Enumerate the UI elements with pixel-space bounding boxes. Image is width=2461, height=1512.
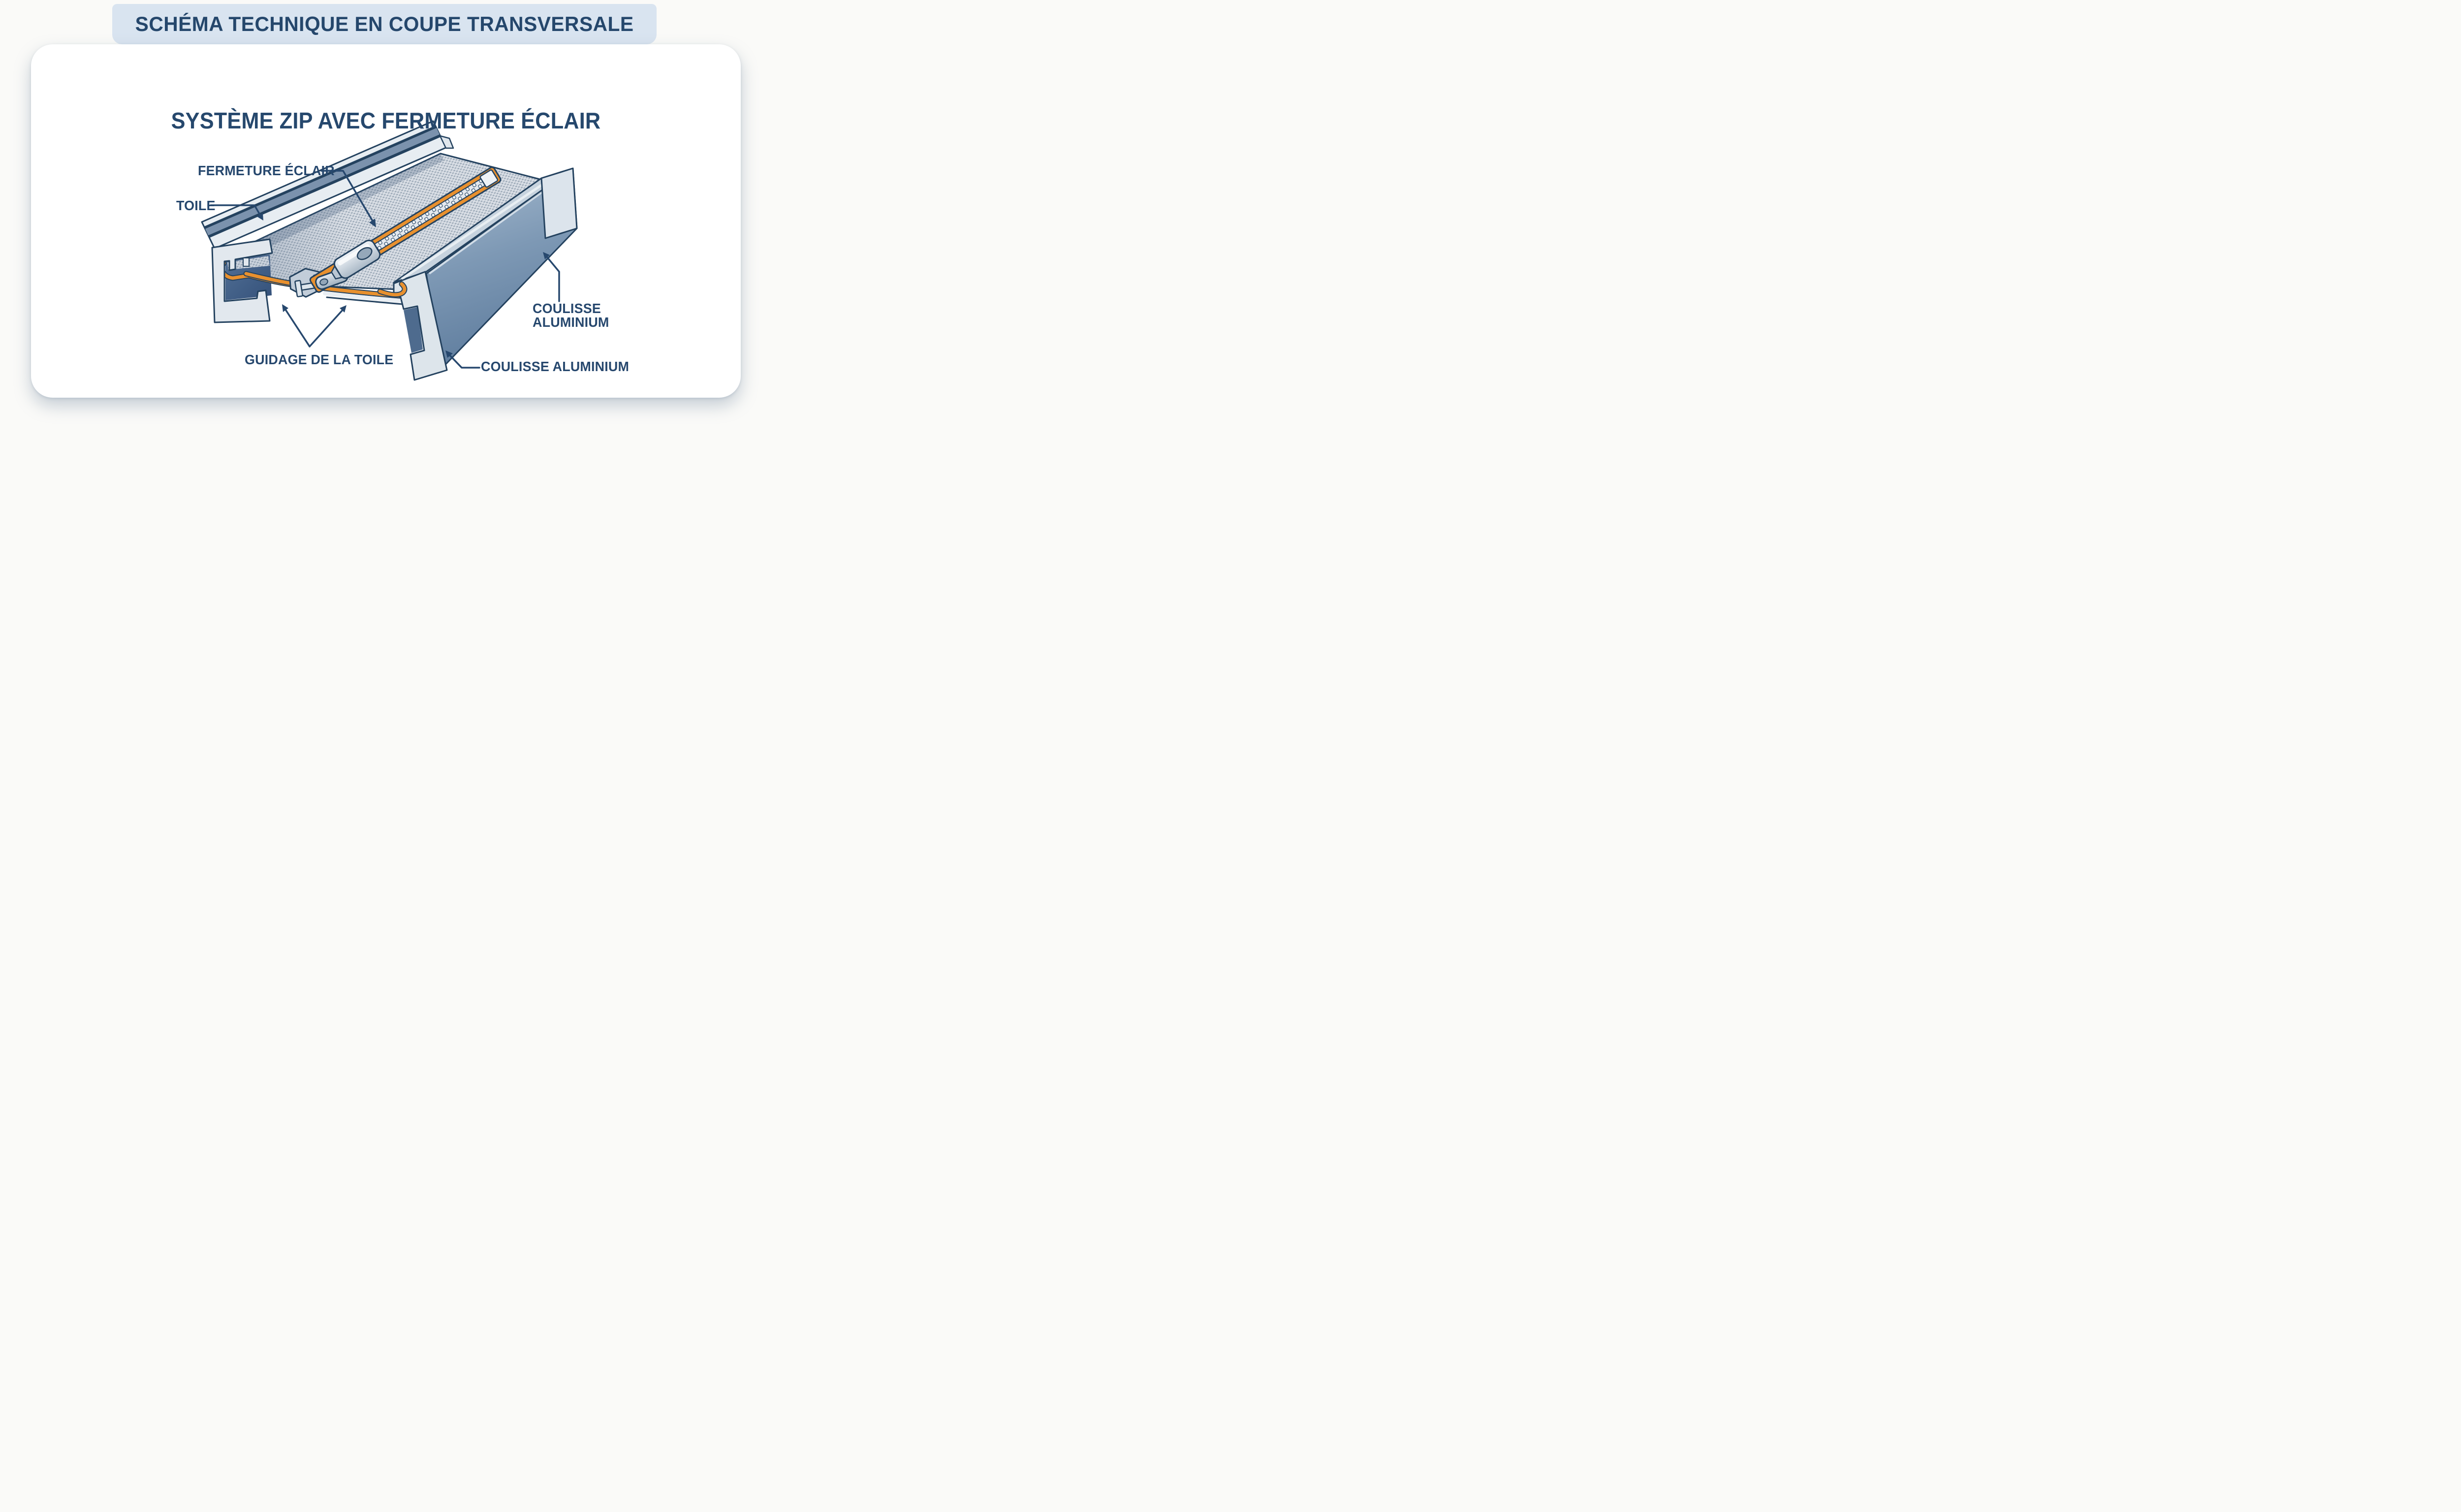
left-coulisse <box>211 238 300 323</box>
zip-teeth <box>360 178 487 260</box>
leader-coulisse-bottom <box>449 354 480 369</box>
leader-toile <box>210 204 261 216</box>
diagram-title: SYSTÈME ZIP AVEC FERMETURE ÉCLAIR <box>171 108 601 133</box>
arrowheads <box>257 213 550 358</box>
arrow-guidage-left <box>282 304 288 312</box>
left-coulisse-profile <box>211 238 273 323</box>
leader-lines <box>210 170 560 369</box>
zip-end-stop <box>479 169 499 188</box>
right-coulisse <box>377 167 578 381</box>
arrow-toile <box>257 213 263 220</box>
label-guidage-de-la-toile: GUIDAGE DE LA TOILE <box>245 352 394 367</box>
arrow-fermeture <box>369 219 376 227</box>
leader-guidage-right <box>309 310 343 347</box>
right-coulisse-end-cap <box>540 167 578 239</box>
label-coulisse-aluminium-right: COULISSE ALUMINIUM <box>533 302 609 329</box>
arrow-guidage-right <box>340 305 347 313</box>
label-coulisse-right-line1: COULISSE <box>533 301 601 316</box>
label-coulisse-right-line2: ALUMINIUM <box>533 315 609 330</box>
zip-slider <box>315 240 381 290</box>
arrow-coulisse-bottom <box>445 350 453 358</box>
toile-welt-right <box>378 282 407 297</box>
leader-guidage-left <box>284 309 311 347</box>
rail-end-cap <box>439 135 454 149</box>
leader-fermeture <box>320 170 374 222</box>
arrow-coulisse-right <box>543 252 550 259</box>
technical-illustration <box>201 120 578 381</box>
label-toile: TOILE <box>176 198 216 213</box>
label-coulisse-aluminium-bottom: COULISSE ALUMINIUM <box>481 359 630 374</box>
banner: SCHÉMA TECHNIQUE EN COUPE TRANSVERSALE <box>112 4 657 44</box>
banner-title: SCHÉMA TECHNIQUE EN COUPE TRANSVERSALE <box>135 12 634 35</box>
label-fermeture-eclair: FERMETURE ÉCLAIR <box>198 163 335 178</box>
right-coulisse-cavity <box>404 307 423 353</box>
fermeture-eclair-zip <box>309 166 502 293</box>
leader-coulisse-right <box>546 256 560 302</box>
